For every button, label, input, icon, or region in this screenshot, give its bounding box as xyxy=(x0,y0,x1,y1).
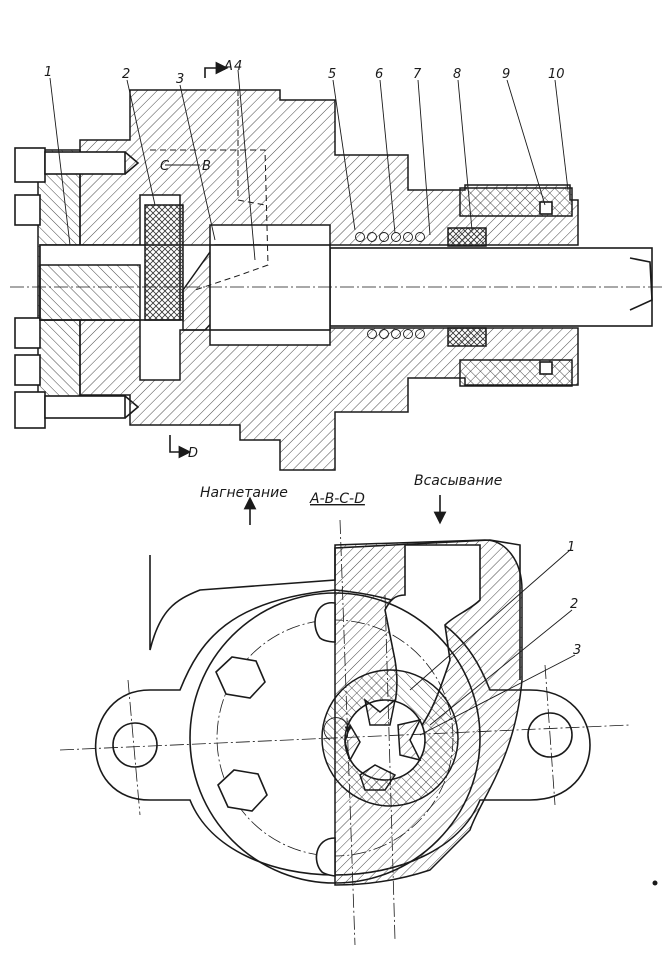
gland-nut-top xyxy=(459,187,573,217)
section-title: А-В-С-D xyxy=(309,491,365,507)
section-arrow-a xyxy=(204,61,229,78)
cover-bolt-head-top xyxy=(14,194,41,226)
port-passage xyxy=(237,90,266,206)
vertical-centerline-2 xyxy=(384,594,396,941)
stud-bottom xyxy=(44,395,126,419)
rotor-drive xyxy=(144,204,184,321)
leader-b1 xyxy=(409,549,571,691)
section-mark-c: C xyxy=(160,159,170,174)
ink-dot xyxy=(652,880,658,886)
part-label-8: 8 xyxy=(453,67,461,82)
leader-b2 xyxy=(429,609,573,726)
suction-passage xyxy=(150,149,269,291)
part-label-1: 1 xyxy=(44,65,52,80)
spring-coils-bottom xyxy=(367,329,425,339)
hex-bolt-lower xyxy=(217,769,268,812)
top-section-view: 1 2 3 4 5 6 7 8 9 10 A C B D xyxy=(10,59,665,471)
cover-bolt-mid2 xyxy=(14,354,41,386)
cover-disk xyxy=(189,592,481,884)
part-label-3: 3 xyxy=(176,72,184,87)
shaft-bore xyxy=(209,244,331,331)
bolt-half-top xyxy=(314,602,336,643)
rotor-inner xyxy=(39,264,141,321)
spring-coils-top xyxy=(355,232,425,242)
part-label-6: 6 xyxy=(375,67,383,82)
housing-body-lower xyxy=(79,319,579,471)
hex-bolt-upper xyxy=(215,656,266,699)
cover-bolt-bottom xyxy=(14,391,46,429)
mount-hole-left xyxy=(112,722,158,768)
stud-top xyxy=(44,151,126,175)
bolt-half-bottom xyxy=(315,837,336,877)
section-mark-a: A xyxy=(223,59,233,74)
shaft-end xyxy=(629,257,653,311)
seal-bottom xyxy=(447,327,487,347)
cover-bolt-mid1 xyxy=(14,317,41,349)
part-label-10: 10 xyxy=(548,67,565,82)
seal-top xyxy=(447,227,487,247)
bottom-cross-section-view: Нагнетание Всасывание А-В-С-D 1 2 3 xyxy=(59,473,631,946)
part-label-9: 9 xyxy=(502,67,510,82)
part-label-2: 2 xyxy=(122,67,130,82)
bottom-part-label-3: 3 xyxy=(573,643,581,658)
section-mark-b: B xyxy=(202,159,211,174)
pin-9-top xyxy=(539,201,553,215)
mount-hole-right xyxy=(527,712,573,758)
section-mark-d: D xyxy=(188,446,198,461)
hole-centerline-left xyxy=(127,679,141,816)
stud-top-tip xyxy=(124,151,140,175)
part-leaders-top xyxy=(49,69,569,261)
suction-label: Всасывание xyxy=(414,473,502,489)
leader-b3 xyxy=(419,654,576,736)
mounting-flange xyxy=(94,589,591,876)
horizontal-centerline xyxy=(59,724,631,751)
pin-9-bottom xyxy=(539,361,553,375)
part-label-5: 5 xyxy=(328,67,336,82)
bottom-part-label-2: 2 xyxy=(570,597,578,612)
discharge-label: Нагнетание xyxy=(200,485,288,501)
part-label-7: 7 xyxy=(413,67,422,82)
stud-bottom-tip xyxy=(124,395,140,419)
section-arrow-d xyxy=(169,435,192,459)
gland-nut-bottom xyxy=(459,359,573,387)
hole-centerline-right xyxy=(544,664,556,806)
rotor-teeth xyxy=(344,698,422,791)
bottom-part-label-1: 1 xyxy=(567,540,575,555)
rotation-arrow xyxy=(323,717,352,741)
vertical-centerline xyxy=(339,519,356,946)
part-label-4: 4 xyxy=(234,59,242,74)
cover-bolt-top xyxy=(14,147,46,183)
